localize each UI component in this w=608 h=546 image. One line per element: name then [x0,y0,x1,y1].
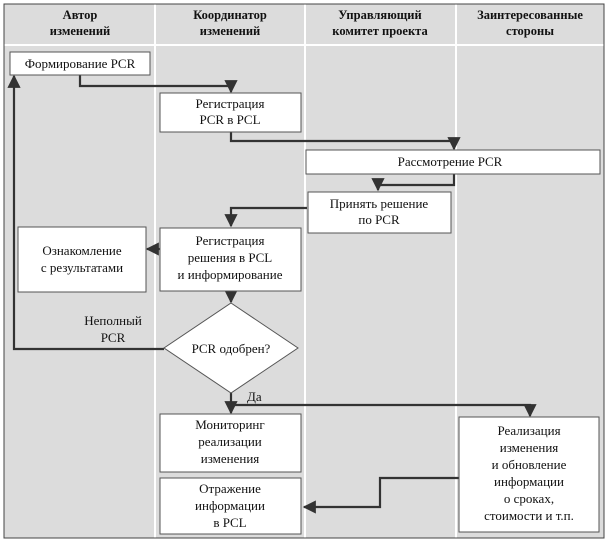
step-reflect-pcl: Отражение информации в PCL [159,477,302,535]
step-text: Реализация [497,423,560,438]
step-form-pcr: Формирование PCR [9,51,151,76]
step-text: по PCR [358,212,400,227]
decision-pcr-approved: PCR одобрен? [163,302,299,394]
edge-label-text: PCR [101,330,126,345]
step-decide: Принять решение по PCR [307,191,452,234]
step-text: Мониторинг [195,417,264,432]
connector-implement-to-reflect [302,476,459,514]
connector-yes-to-implement [231,403,537,418]
step-text: стоимости и т.п. [484,508,574,523]
step-implement: Реализация изменения и обновление информ… [458,416,600,533]
edge-label-text: Неполный [84,313,142,328]
step-register-decision: Регистрация решения в PCL и информирован… [159,227,302,292]
lane-header-line: Автор [63,8,98,22]
step-text: реализации [198,434,262,449]
connector-review-to-decide [371,174,456,192]
lane-header-author: Автор изменений [50,8,110,38]
step-text: Формирование PCR [25,56,136,71]
lane-header-line: изменений [50,24,110,38]
lane-header-line: Заинтересованные [477,8,583,22]
step-text: изменения [201,451,260,466]
step-acquaint: Ознакомление с результатами [17,226,147,293]
lane-header-line: стороны [506,24,554,38]
connector-decide-to-register-decision [224,206,307,228]
lane-header-steering-committee: Управляющий комитет проекта [332,8,428,38]
step-text: решения в PCL [188,250,272,265]
lane-header-line: Управляющий [338,8,421,22]
step-register-pcr: Регистрация PCR в PCL [159,92,302,133]
edge-label-incomplete-pcr: Неполный PCR [84,313,142,345]
lane-header-line: изменений [200,24,260,38]
connector-register-to-review [229,132,461,151]
connector-incomplete-back-to-form [7,74,164,351]
lane-header-stakeholders: Заинтересованные стороны [477,8,583,38]
step-text: и обновление [492,457,567,472]
step-text: Регистрация [196,96,265,111]
edge-label-yes: Да [247,389,262,404]
step-text: Отражение [199,481,261,496]
step-text: PCR в PCL [199,112,260,127]
step-text: о сроках, [504,491,554,506]
lane-header-coordinator: Координатор изменений [193,8,267,38]
lane-header-line: Координатор [193,8,267,22]
diagram-frame [3,3,605,539]
connector-form-to-register [78,75,238,94]
step-text: Принять решение [330,196,429,211]
step-text: изменения [500,440,559,455]
step-text: и информирование [178,267,283,282]
step-text: Регистрация [196,233,265,248]
decision-text: PCR одобрен? [192,341,271,356]
step-monitoring: Мониторинг реализации изменения [159,413,302,473]
step-text: информации [494,474,564,489]
lane-header-line: комитет проекта [332,24,428,38]
step-text: информации [195,498,265,513]
step-text: Ознакомление [42,243,122,258]
step-review-pcr: Рассмотрение PCR [305,149,601,175]
step-text: в PCL [213,515,246,530]
step-text: Рассмотрение PCR [398,154,503,169]
step-text: с результатами [41,260,123,275]
